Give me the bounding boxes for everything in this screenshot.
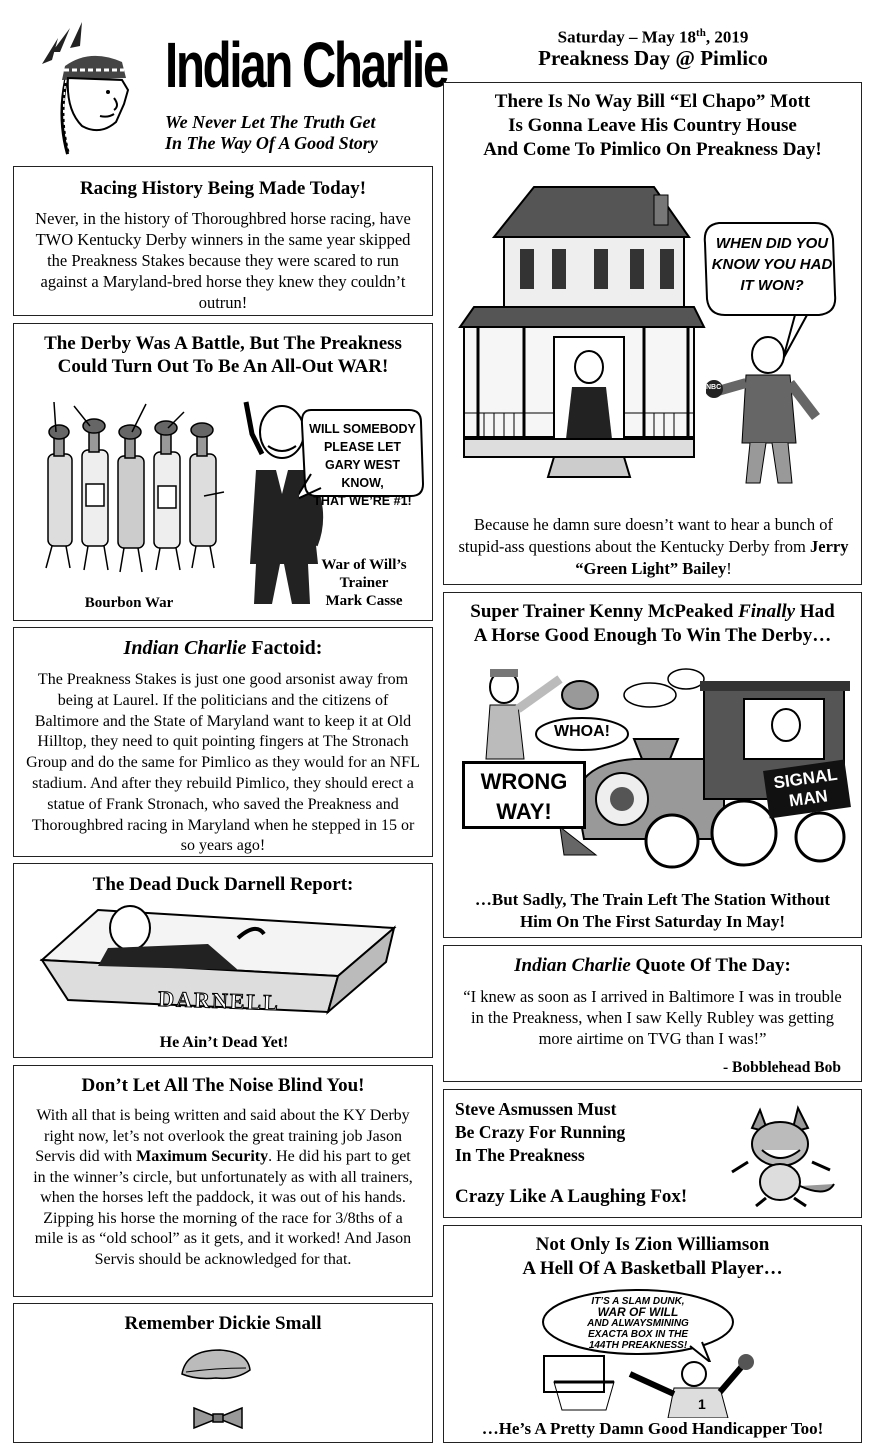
- masthead-title: Indian Charlie: [165, 29, 449, 101]
- darnell-box: The Dead Duck Darnell Report: DARNELL He…: [13, 863, 433, 1058]
- issue-event: Preakness Day @ Pimlico: [538, 46, 768, 70]
- masthead-tagline: We Never Let The Truth Get In The Way Of…: [165, 112, 378, 153]
- flat-cap-icon: [181, 1349, 251, 1380]
- darnell-caption: He Ain’t Dead Yet!: [159, 1034, 289, 1051]
- noise-heading: Don’t Let All The Noise Blind You!: [81, 1075, 365, 1096]
- laughing-fox-cartoon: [731, 1105, 835, 1208]
- racing-history-body: Never, in the history of Thoroughbred ho…: [35, 209, 411, 312]
- zion-box: Not Only Is Zion Williamson A Hell Of A …: [443, 1225, 862, 1443]
- whoa-bubble-text: WHOA!: [554, 723, 610, 740]
- mott-box: There Is No Way Bill “El Chapo” Mott Is …: [443, 82, 862, 585]
- mcpeak-heading: Super Trainer Kenny McPeaked Finally Had…: [470, 601, 835, 646]
- country-house-cartoon: [458, 186, 706, 478]
- quote-box: Indian Charlie Quote Of The Day: “I knew…: [443, 945, 862, 1082]
- racing-history-box: Racing History Being Made Today! Never, …: [13, 166, 433, 316]
- factoid-heading: Indian Charlie Factoid:: [123, 637, 323, 659]
- zion-bubble-text: IT’S A SLAM DUNK, WAR OF WILL AND ALWAYS…: [587, 1296, 689, 1351]
- speech-bubble: [299, 409, 425, 500]
- derby-war-heading: The Derby Was A Battle, But The Preaknes…: [44, 333, 402, 377]
- speech-bubble: [542, 1289, 734, 1362]
- dickie-small-box: Remember Dickie Small: [13, 1303, 433, 1443]
- mott-bubble-text: WHEN DID YOU KNOW YOU HAD IT WON?: [711, 235, 833, 294]
- quote-heading: Indian Charlie Quote Of The Day:: [514, 955, 791, 976]
- basketball-hoop-cartoon: [543, 1354, 754, 1418]
- asmussen-punchline: Crazy Like A Laughing Fox!: [455, 1186, 688, 1207]
- casse-caption: War of Will’s Trainer Mark Casse: [321, 557, 407, 609]
- noise-body: With all that is being written and said …: [33, 1107, 413, 1268]
- bourbon-war-caption: Bourbon War: [84, 595, 174, 611]
- reporter-cartoon: [706, 336, 820, 484]
- factoid-body: The Preakness Stakes is just one good ar…: [26, 671, 420, 855]
- speech-bubble: [535, 717, 629, 751]
- mott-body: Because he damn sure doesn’t want to hea…: [458, 515, 849, 578]
- zion-caption: …He’s A Pretty Damn Good Handicapper Too…: [481, 1419, 824, 1438]
- quote-body: “I knew as soon as I arrived in Baltimor…: [463, 987, 842, 1048]
- train-cartoon: [485, 668, 850, 869]
- bow-tie-icon: [193, 1406, 243, 1430]
- coffin-cartoon: [39, 905, 397, 1015]
- zion-jersey-number: 1: [698, 1396, 706, 1412]
- mcpeak-box: Super Trainer Kenny McPeaked Finally Had…: [443, 592, 862, 938]
- bourbon-bottle-soldiers-cartoon: [45, 401, 225, 573]
- indian-chief-logo: [42, 22, 130, 155]
- mic-label: NBC: [706, 384, 722, 391]
- asmussen-box: Steve Asmussen Must Be Crazy For Running…: [443, 1089, 862, 1218]
- quote-attribution: - Bobblehead Bob: [722, 1059, 841, 1076]
- asmussen-text: Steve Asmussen Must Be Crazy For Running…: [455, 1099, 626, 1165]
- dickie-small-heading: Remember Dickie Small: [124, 1313, 322, 1334]
- mcpeak-caption: …But Sadly, The Train Left The Station W…: [474, 890, 831, 931]
- noise-box: Don’t Let All The Noise Blind You! With …: [13, 1065, 433, 1297]
- racing-history-heading: Racing History Being Made Today!: [79, 178, 367, 199]
- darnell-heading: The Dead Duck Darnell Report:: [92, 874, 354, 895]
- issue-date: Saturday – May 18th, 2019: [557, 27, 749, 47]
- wrong-way-sign: WRONG WAY!: [462, 761, 586, 829]
- factoid-box: Indian Charlie Factoid: The Preakness St…: [13, 627, 433, 857]
- casse-bubble-text: WILL SOMEBODY PLEASE LET GARY WEST KNOW,…: [309, 422, 416, 508]
- mott-heading: There Is No Way Bill “El Chapo” Mott Is …: [483, 91, 822, 160]
- derby-war-box: The Derby Was A Battle, But The Preaknes…: [13, 323, 433, 621]
- zion-heading: Not Only Is Zion Williamson A Hell Of A …: [522, 1234, 783, 1279]
